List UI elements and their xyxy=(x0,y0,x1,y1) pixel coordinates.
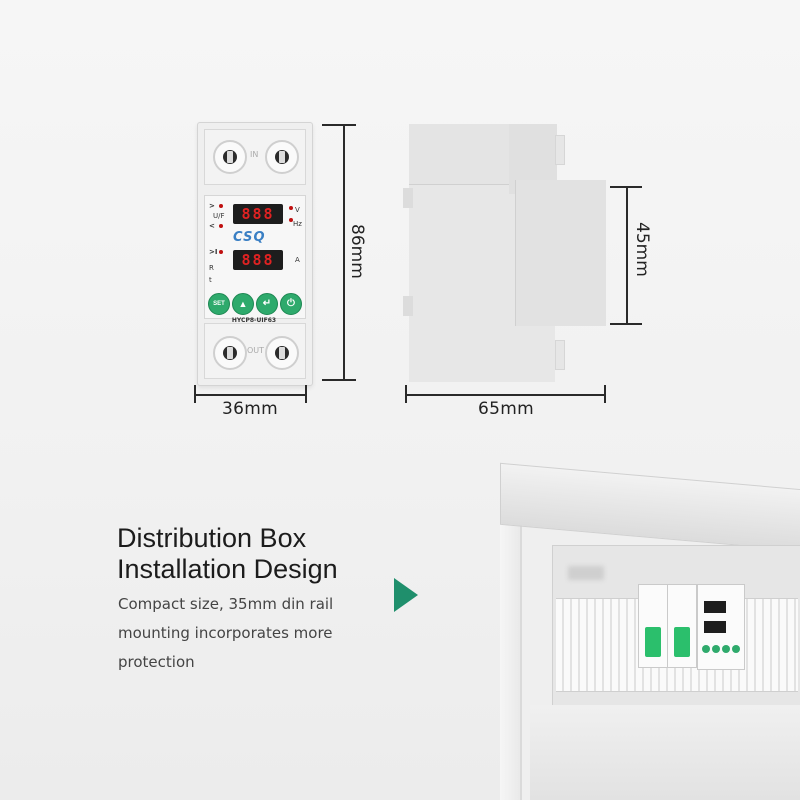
current-display: 888 xyxy=(233,250,283,270)
feature-title: Distribution Box Installation Design xyxy=(117,523,338,585)
terminal-screw-icon xyxy=(213,336,247,370)
depth-label: 65mm xyxy=(478,399,534,419)
voltage-display: 888 xyxy=(233,204,283,224)
height-dimension-line xyxy=(343,124,345,380)
t-label: t xyxy=(209,276,212,284)
up-button[interactable]: ▲ xyxy=(232,293,254,315)
set-button[interactable]: SET xyxy=(208,293,230,315)
bottom-terminal-block: OUT xyxy=(204,323,306,379)
terminal-screw-icon xyxy=(265,336,299,370)
model-number: HYCP8-UIF63 xyxy=(231,317,277,324)
circuit-breaker-2 xyxy=(667,584,697,668)
feature-title-line1: Distribution Box xyxy=(117,523,307,553)
play-arrow-icon xyxy=(394,578,418,612)
terminal-screw-icon xyxy=(265,140,299,174)
device-display-panel: > < U/F 888 V Hz CSQ >I 888 A R t xyxy=(204,195,306,319)
amp-unit: A xyxy=(295,256,300,264)
terminal-in-label: IN xyxy=(250,150,259,159)
rail-height-label: 45mm xyxy=(632,222,652,277)
r-label: R xyxy=(209,264,214,272)
uf-label: U/F xyxy=(213,212,225,220)
control-buttons: SET ▲ ↵ ⏻ xyxy=(204,293,304,315)
width-dimension-line xyxy=(194,394,306,396)
distribution-box-lower-panel xyxy=(530,705,800,800)
installed-protector-device xyxy=(697,584,745,670)
din-rail-mount xyxy=(515,180,606,326)
brand-logo: CSQ xyxy=(233,230,266,245)
top-terminal-block: IN xyxy=(204,129,306,185)
rail-dimension-line xyxy=(626,186,628,324)
width-label: 36mm xyxy=(222,399,278,419)
hz-unit: Hz xyxy=(293,220,302,228)
device-front-view: IN > < U/F 888 V Hz CSQ >I 888 A R t SET… xyxy=(197,122,313,386)
enter-button[interactable]: ↵ xyxy=(256,293,278,315)
height-label: 86mm xyxy=(347,224,367,279)
depth-dimension-line xyxy=(405,394,606,396)
terminal-out-label: OUT xyxy=(247,346,265,355)
feature-title-line2: Installation Design xyxy=(117,554,338,584)
power-button[interactable]: ⏻ xyxy=(280,293,302,315)
circuit-breaker-1 xyxy=(638,584,668,668)
volt-unit: V xyxy=(295,206,300,214)
feature-description: Compact size, 35mm din rail mounting inc… xyxy=(118,595,334,671)
box-label xyxy=(568,566,604,580)
terminal-screw-icon xyxy=(213,140,247,174)
